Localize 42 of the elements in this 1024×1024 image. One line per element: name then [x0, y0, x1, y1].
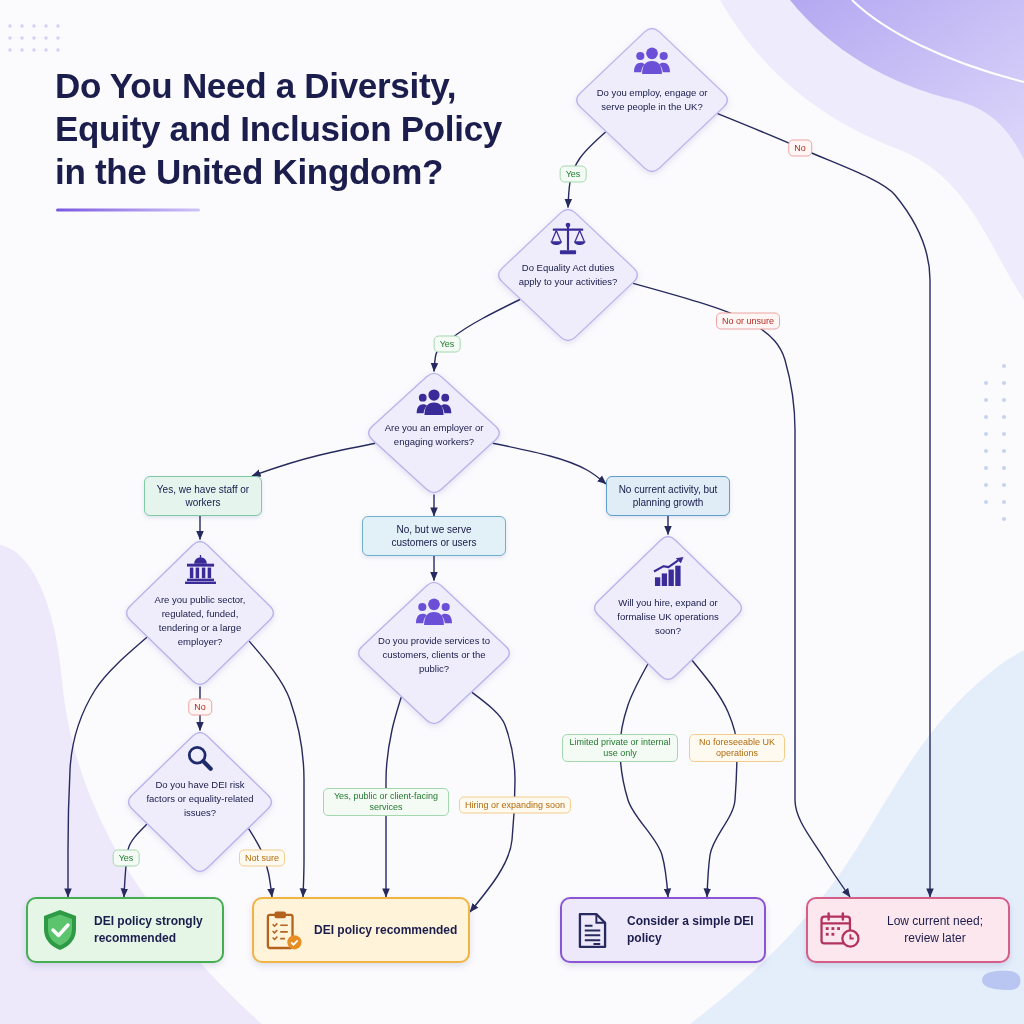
arrow — [691, 659, 738, 898]
outcome-box — [806, 897, 1010, 963]
outcome-box — [26, 897, 224, 963]
answer-box: No, but we serve customers or users — [362, 516, 506, 556]
arrow — [664, 515, 672, 536]
edge-label: Limited private or internal use only — [562, 734, 678, 762]
arrow — [251, 442, 376, 477]
question-text: Do you employ, engage or serve people in the UK? — [595, 86, 709, 114]
arrow — [430, 555, 438, 582]
question-text: Will you hire, expand or formalise UK operations soon? — [616, 596, 720, 638]
arrow — [632, 282, 851, 898]
outcome-text: Low current need; review later — [885, 913, 985, 947]
edge-label: Hiring or expanding soon — [458, 796, 572, 814]
outcome-text: DEI policy strongly recommended — [94, 913, 204, 947]
question-text: Do you have DEI risk factors or equality-related issues? — [145, 778, 255, 820]
arrow — [469, 691, 516, 913]
edge-label: No foreseeable UK operations — [689, 734, 785, 762]
answer-box: Yes, we have staff or workers — [144, 476, 262, 516]
answer-box: No current activity, but planning growth — [606, 476, 730, 516]
question-text: Do Equality Act duties apply to your activities? — [517, 261, 619, 289]
edge-label: Not sure — [239, 849, 285, 867]
arrow — [196, 515, 204, 541]
edge-label: Yes, public or client-facing services — [323, 788, 449, 816]
edge-label: Yes — [559, 165, 587, 183]
question-text: Do you provide services to customers, clients or the public? — [377, 634, 491, 676]
outcome-box — [252, 897, 470, 963]
arrow — [248, 640, 308, 898]
arrow — [64, 636, 148, 898]
arrow — [430, 493, 438, 517]
outcome-text: Consider a simple DEI policy — [627, 913, 755, 947]
edge-label: Yes — [112, 849, 140, 867]
edge-label: No — [788, 139, 812, 157]
question-text: Are you an employer or engaging workers? — [383, 421, 485, 449]
arrow — [492, 442, 607, 485]
arrow — [716, 113, 934, 898]
question-text: Are you public sector, regulated, funded, tendering or a large employer? — [153, 593, 247, 649]
title: Do You Need a Diversity, Equity and Inclusion Policy in the United Kingdom? — [55, 65, 503, 193]
edge-label: Yes — [433, 335, 461, 353]
outcome-box — [560, 897, 766, 963]
edge-label: No — [188, 698, 212, 716]
edge-label: No or unsure — [716, 312, 780, 330]
outcome-text: DEI policy recommended — [314, 921, 459, 939]
